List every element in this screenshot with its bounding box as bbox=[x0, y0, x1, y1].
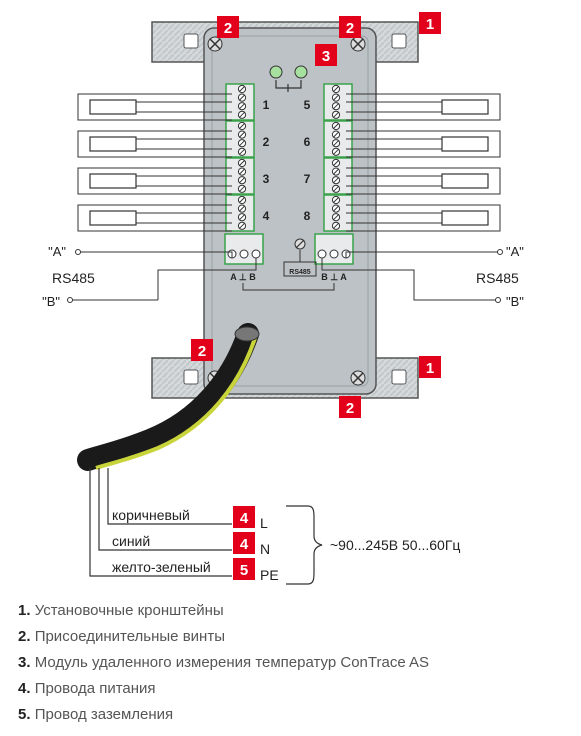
sensor-right-7 bbox=[346, 167, 501, 195]
channel-6-label: 6 bbox=[304, 135, 311, 149]
channel-3-label: 3 bbox=[263, 172, 270, 186]
screw-bottom-right bbox=[350, 370, 366, 386]
legend-item-2: 2. Присоединительные винты bbox=[18, 624, 578, 650]
callout-r1-marker: 1 bbox=[419, 12, 441, 34]
legend-text: Присоединительные винты bbox=[34, 628, 225, 645]
terminal-pe-label: PE bbox=[260, 567, 279, 583]
led-left bbox=[269, 65, 283, 79]
callout-5-marker: 5 bbox=[233, 558, 255, 580]
sensor-left-4 bbox=[77, 204, 232, 232]
callout-number: 1 bbox=[426, 16, 434, 33]
callout-number: 5 bbox=[240, 562, 248, 579]
callout-3-marker: 3 bbox=[315, 44, 337, 66]
rs485-terminal-right-label: B ⊥ A bbox=[321, 272, 347, 282]
callout-number: 2 bbox=[198, 343, 206, 360]
rs485-b-right: "B" bbox=[506, 294, 524, 309]
power-wires bbox=[89, 468, 232, 577]
rs485-center-label: RS485 bbox=[289, 269, 311, 276]
legend-item-4: 4. Провода питания bbox=[18, 676, 578, 702]
wire-brown-label: коричневый bbox=[112, 507, 190, 523]
rs485-terminal-right bbox=[314, 233, 354, 265]
terminal-l-label: L bbox=[260, 515, 268, 531]
screw-top-right bbox=[350, 36, 366, 52]
sensor-group bbox=[77, 93, 501, 232]
legend-item-3: 3. Модуль удаленного измерения температу… bbox=[18, 650, 578, 676]
legend-item-5: 5. Провод заземления bbox=[18, 702, 578, 728]
rs485-lines bbox=[67, 249, 503, 303]
legend-number: 2. bbox=[18, 628, 31, 645]
callout-4a-marker: 4 bbox=[233, 506, 255, 528]
sensor-right-5 bbox=[346, 93, 501, 121]
terminal-block-left bbox=[225, 83, 255, 232]
legend-number: 4. bbox=[18, 680, 31, 697]
channel-1-label: 1 bbox=[263, 98, 270, 112]
supply-voltage-label: ~90...245В 50...60Гц bbox=[330, 537, 460, 553]
wire-blue-label: синий bbox=[112, 533, 150, 549]
sensor-right-6 bbox=[346, 130, 501, 158]
legend-text: Провод заземления bbox=[34, 706, 174, 723]
callout-tr-marker: 2 bbox=[339, 16, 361, 38]
rs485-terminal-left-label: A ⊥ B bbox=[230, 272, 256, 282]
terminal-block-right bbox=[323, 83, 353, 232]
legend-number: 1. bbox=[18, 602, 31, 619]
callout-bl-marker: 2 bbox=[191, 339, 213, 361]
channel-4-label: 4 bbox=[263, 209, 270, 223]
channel-7-label: 7 bbox=[304, 172, 311, 186]
channel-2-label: 2 bbox=[263, 135, 270, 149]
sensor-right-8 bbox=[346, 204, 501, 232]
sensor-left-2 bbox=[77, 130, 232, 158]
callout-number: 2 bbox=[346, 400, 354, 417]
rs485-b-left: "B" bbox=[42, 294, 60, 309]
callout-b2-marker: 2 bbox=[339, 396, 361, 418]
callout-number: 2 bbox=[224, 20, 232, 37]
rs485-a-right: "A" bbox=[506, 244, 524, 259]
led-right bbox=[294, 65, 308, 79]
callout-number: 4 bbox=[240, 536, 249, 553]
channel-5-label: 5 bbox=[304, 98, 311, 112]
legend-number: 3. bbox=[18, 654, 31, 671]
callout-number: 4 bbox=[240, 510, 249, 527]
callout-4b-marker: 4 bbox=[233, 532, 255, 554]
legend-item-1: 1. Установочные кронштейны bbox=[18, 598, 578, 624]
channel-8-label: 8 bbox=[304, 209, 311, 223]
legend: 1. Установочные кронштейны 2. Присоедини… bbox=[18, 598, 578, 728]
terminal-n-label: N bbox=[260, 541, 270, 557]
callout-number: 2 bbox=[346, 20, 354, 37]
sensor-left-3 bbox=[77, 167, 232, 195]
sensor-left-1 bbox=[77, 93, 232, 121]
supply-brace bbox=[286, 505, 323, 585]
legend-text: Установочные кронштейны bbox=[34, 602, 224, 619]
power-cable bbox=[77, 323, 259, 471]
wiring-diagram: 1 2 3 4 5 6 7 8 RS485 A ⊥ B B ⊥ A "A" RS… bbox=[42, 12, 524, 585]
callout-tl-marker: 2 bbox=[217, 16, 239, 38]
callout-number: 3 bbox=[322, 48, 330, 65]
rs485-label-left: RS485 bbox=[52, 270, 95, 286]
legend-number: 5. bbox=[18, 706, 31, 723]
rs485-a-left: "A" bbox=[48, 244, 66, 259]
callout-br1-marker: 1 bbox=[419, 356, 441, 378]
rs485-label-right: RS485 bbox=[476, 270, 519, 286]
legend-text: Модуль удаленного измерения температур C… bbox=[34, 654, 430, 671]
legend-text: Провода питания bbox=[34, 680, 156, 697]
power-indicator-icon bbox=[275, 80, 302, 92]
rs485-terminal-left bbox=[224, 233, 264, 265]
screw-top-left bbox=[207, 36, 223, 52]
rs485-bridge-line bbox=[242, 283, 335, 291]
callout-number: 1 bbox=[426, 360, 434, 377]
wire-yellow-green-label: желто-зеленый bbox=[112, 559, 211, 575]
